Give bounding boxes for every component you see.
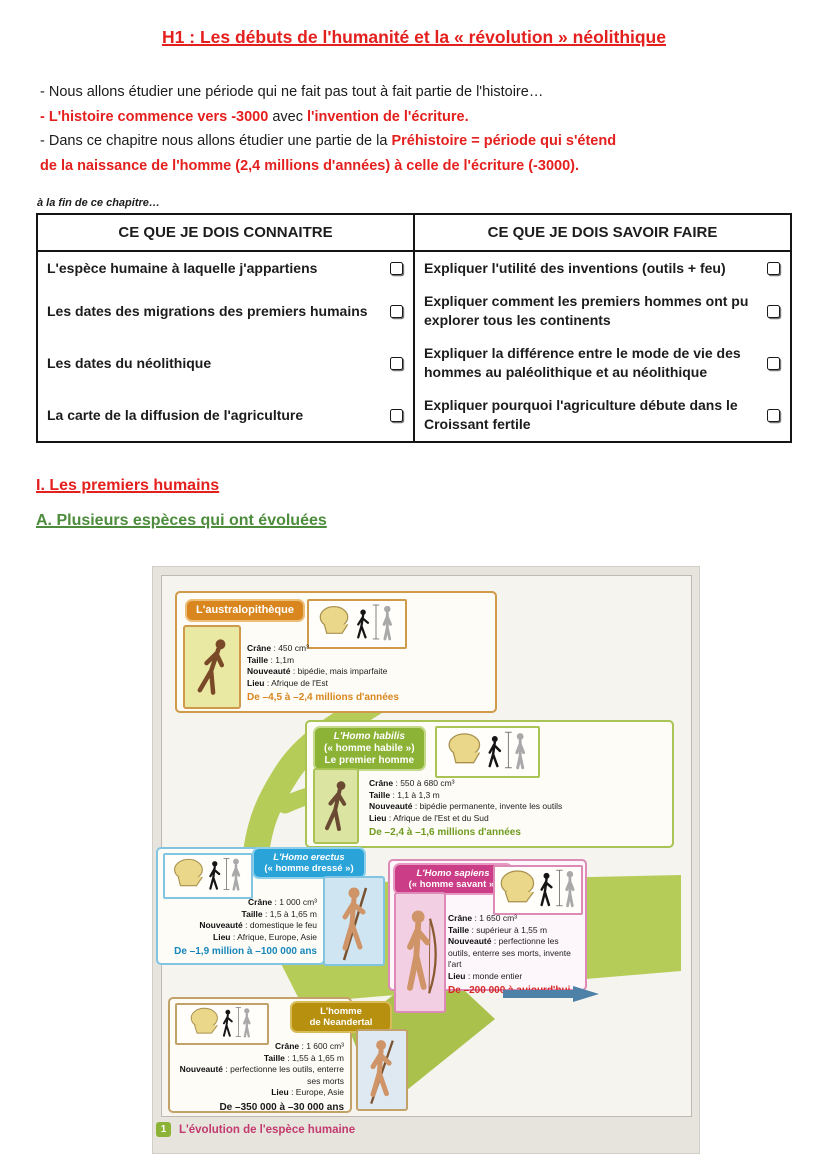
checkbox-icon (767, 262, 780, 275)
know-item: La carte de la diffusion de l'agricultur… (47, 406, 304, 423)
species-title: L'Homo habilis (« homme habile ») Le pre… (313, 726, 426, 772)
evolution-figure: L'australopithèque (152, 566, 700, 1154)
do-item: Expliquer pourquoi l'agriculture débute … (424, 397, 738, 432)
species-facts: Crâne : 1 000 cm³ Taille : 1,5 à 1,65 m … (165, 897, 317, 958)
figure-caption-text: L'évolution de l'espèce humaine (179, 1123, 356, 1136)
checkbox-icon (767, 304, 780, 318)
neandertal-figure-icon (370, 1040, 394, 1104)
homo-habilis-figure-icon (324, 781, 347, 832)
species-facts: Crâne : 450 cm³ Taille : 1,1m Nouveauté … (247, 643, 493, 704)
table-row: La carte de la diffusion de l'agricultur… (36, 389, 792, 443)
checkbox-icon (390, 262, 403, 275)
species-title: L'homme de Neandertal (290, 1001, 392, 1034)
species-panel-homo-erectus: L'Homo erectus (« homme dressé ») Crâne … (156, 847, 366, 965)
species-date-range: De –4,5 à –2,4 millions d'années (247, 692, 399, 703)
do-item: Expliquer la différence entre le mode de… (424, 345, 741, 380)
homo-erectus-figure-icon (342, 887, 368, 961)
species-facts: Crâne : 550 à 680 cm³ Taille : 1,1 à 1,3… (369, 778, 669, 839)
species-date-range: De –350 000 à –30 000 ans (219, 1101, 344, 1113)
homo-erectus-illustration (323, 876, 385, 966)
species-illustration (183, 625, 241, 709)
species-facts: Crâne : 1 600 cm³ Taille : 1,55 à 1,65 m… (179, 1041, 344, 1113)
figure-caption: 1 L'évolution de l'espèce humaine (156, 1122, 355, 1137)
homo-sapiens-figure-icon (407, 910, 437, 994)
australopithecus-figure-icon (197, 639, 226, 695)
know-item: L'espèce humaine à laquelle j'appartiens (47, 260, 318, 276)
species-title: L'Homo erectus (« homme dressé ») (252, 847, 366, 880)
do-item: Expliquer l'utilité des inventions (outi… (424, 260, 726, 276)
skull-icon (174, 858, 241, 891)
table-row: Les dates du néolithique Expliquer la di… (36, 337, 792, 389)
skills-table: CE QUE JE DOIS CONNAITRE CE QUE JE DOIS … (36, 213, 792, 443)
section-heading-1a: A. Plusieurs espèces qui ont évoluées (36, 512, 327, 529)
skull-size-chart (175, 1003, 269, 1045)
species-illustration (313, 768, 359, 844)
skull-size-chart (493, 865, 583, 915)
skills-header-do: CE QUE JE DOIS SAVOIR FAIRE (413, 213, 792, 252)
table-row: Les dates des migrations des premiers hu… (36, 285, 792, 337)
do-item: Expliquer comment les premiers hommes on… (424, 293, 749, 328)
skull-size-chart (163, 853, 253, 899)
know-item: Les dates du néolithique (47, 354, 212, 371)
checkbox-icon (767, 356, 780, 370)
checkbox-icon (390, 356, 403, 370)
checkbox-icon (767, 408, 780, 422)
skull-size-chart (435, 726, 540, 778)
skull-size-chart (307, 599, 407, 649)
checkbox-icon (390, 408, 403, 422)
section-heading-1: I. Les premiers humains (36, 477, 220, 494)
species-panel-homo-habilis: L'Homo habilis (« homme habile ») Le pre… (305, 720, 674, 848)
species-panel-neandertal: L'homme de Neandertal Crâne : 1 600 cm³ … (168, 997, 392, 1113)
species-date-range: De –2,4 à –1,6 millions d'années (369, 827, 521, 838)
know-item: Les dates des migrations des premiers hu… (47, 302, 368, 319)
figure-number-badge: 1 (156, 1122, 171, 1137)
table-row: L'espèce humaine à laquelle j'appartiens… (36, 251, 792, 285)
checkbox-icon (390, 304, 403, 318)
skull-icon (500, 869, 575, 908)
skills-header-know: CE QUE JE DOIS CONNAITRE (36, 213, 415, 252)
homo-sapiens-illustration (394, 892, 446, 1013)
intro-line-4: de la naissance de l'homme (2,4 millions… (40, 157, 579, 174)
species-date-range: De –1,9 million à –100 000 ans (174, 946, 317, 957)
skull-icon (448, 731, 526, 770)
chapter-note: à la fin de ce chapitre… (37, 197, 160, 209)
page-title: H1 : Les débuts de l'humanité et la « ré… (162, 27, 666, 47)
neandertal-illustration (356, 1029, 408, 1111)
species-panel-australopitheque: L'australopithèque (175, 591, 497, 713)
skull-icon (319, 604, 392, 641)
intro-line-3: - Dans ce chapitre nous allons étudier u… (40, 133, 617, 149)
timeline-arrow-icon (503, 986, 599, 1002)
intro-line-2: - L'histoire commence vers -3000 avec l'… (40, 108, 469, 125)
species-title: L'australopithèque (185, 599, 305, 622)
intro-paragraph: - Nous allons étudier une période qui ne… (40, 80, 782, 178)
intro-line-1: - Nous allons étudier une période qui ne… (40, 84, 544, 100)
species-facts: Crâne : 1 650 cm³ Taille : supérieur à 1… (448, 913, 582, 997)
skull-icon (190, 1007, 251, 1038)
